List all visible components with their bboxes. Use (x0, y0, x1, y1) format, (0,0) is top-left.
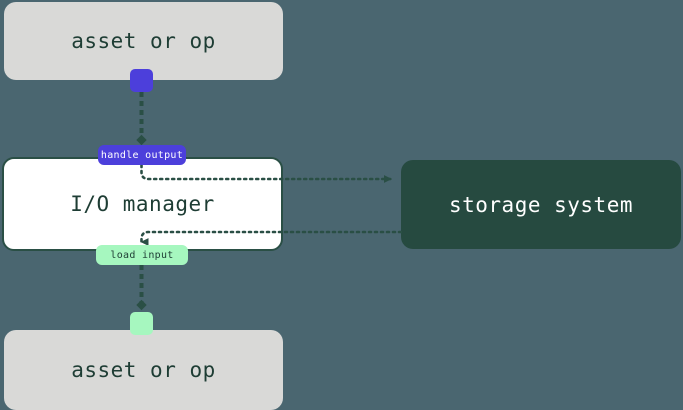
node-storage-system[interactable]: storage system (401, 160, 681, 249)
node-label: asset or op (71, 358, 216, 382)
handle-output-port[interactable] (130, 69, 153, 92)
node-io-manager[interactable]: I/O manager (2, 157, 283, 251)
edge-label-text: load input (110, 249, 174, 261)
edge-label-handle-output[interactable]: handle output (98, 145, 186, 165)
node-label: asset or op (71, 29, 216, 53)
node-asset-or-op-top[interactable]: asset or op (4, 2, 283, 80)
edge-label-text: handle output (100, 149, 184, 161)
node-label: storage system (448, 192, 633, 217)
node-asset-or-op-bottom[interactable]: asset or op (4, 330, 283, 410)
node-label: I/O manager (70, 192, 215, 216)
edge-label-load-input[interactable]: load input (96, 245, 188, 265)
handle-input-port[interactable] (130, 312, 153, 335)
